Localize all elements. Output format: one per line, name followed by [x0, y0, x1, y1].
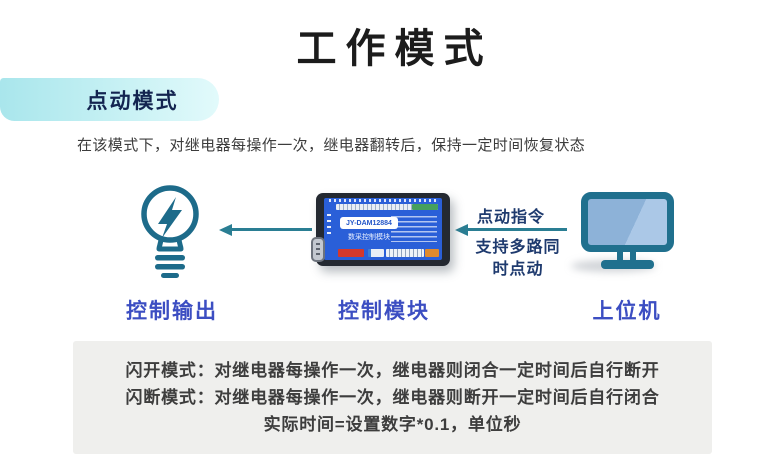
note-line-flash-open: 闪开模式：对继电器每操作一次，继电器则闭合一定时间后自行断开	[125, 361, 660, 380]
section-badge: 点动模式	[0, 78, 219, 121]
command-label: 点动指令	[476, 209, 545, 226]
arrow-host-to-module	[455, 223, 567, 236]
module-orange-terminal	[425, 249, 439, 257]
monitor-icon	[571, 192, 674, 272]
lightbulb-bolt-icon	[141, 185, 199, 278]
module-subtitle-label: 数采控制模块	[348, 234, 390, 241]
command-note-line2: 时点动	[492, 261, 544, 278]
module-bottom-terminal-strip	[386, 249, 424, 257]
module-front-panel: JY-DAM12884 数采控制模块	[324, 198, 442, 260]
arrow-module-to-output	[219, 223, 312, 236]
module-db9-connector	[311, 237, 325, 262]
page-title: 工作模式	[296, 27, 493, 71]
monitor-stand-neck	[617, 250, 623, 263]
module-port-icons	[368, 249, 384, 257]
section-description: 在该模式下，对继电器每操作一次，继电器翻转后，保持一定时间恢复状态	[77, 137, 586, 154]
monitor-stand-base	[601, 260, 654, 269]
note-line-flash-break: 闪断模式：对继电器每操作一次，继电器则断开一定时间后自行闭合	[125, 388, 660, 407]
command-note: 支持多路同 时点动	[458, 237, 578, 281]
command-note-line1: 支持多路同	[475, 239, 561, 256]
module-model-label: JY-DAM12884	[340, 217, 398, 229]
module-top-text-row	[329, 199, 437, 202]
note-line-time-formula: 实际时间=设置数字*0.1，单位秒	[263, 415, 522, 434]
module-green-terminal	[412, 204, 438, 210]
monitor-screen	[581, 192, 674, 252]
mode-note-box: 闪开模式：对继电器每操作一次，继电器则闭合一定时间后自行断开 闪断模式：对继电器…	[73, 341, 712, 454]
control-module-device: JY-DAM12884 数采控制模块	[311, 193, 450, 266]
module-red-terminal	[338, 249, 364, 257]
module-node-label: 控制模块	[338, 300, 430, 323]
module-top-terminal-strip	[336, 204, 438, 210]
output-node-label: 控制输出	[126, 300, 218, 323]
host-node-label: 上位机	[592, 300, 662, 323]
module-led-column	[327, 214, 331, 234]
monitor-stand-neck	[630, 250, 636, 263]
module-spec-text-rows	[391, 216, 437, 242]
